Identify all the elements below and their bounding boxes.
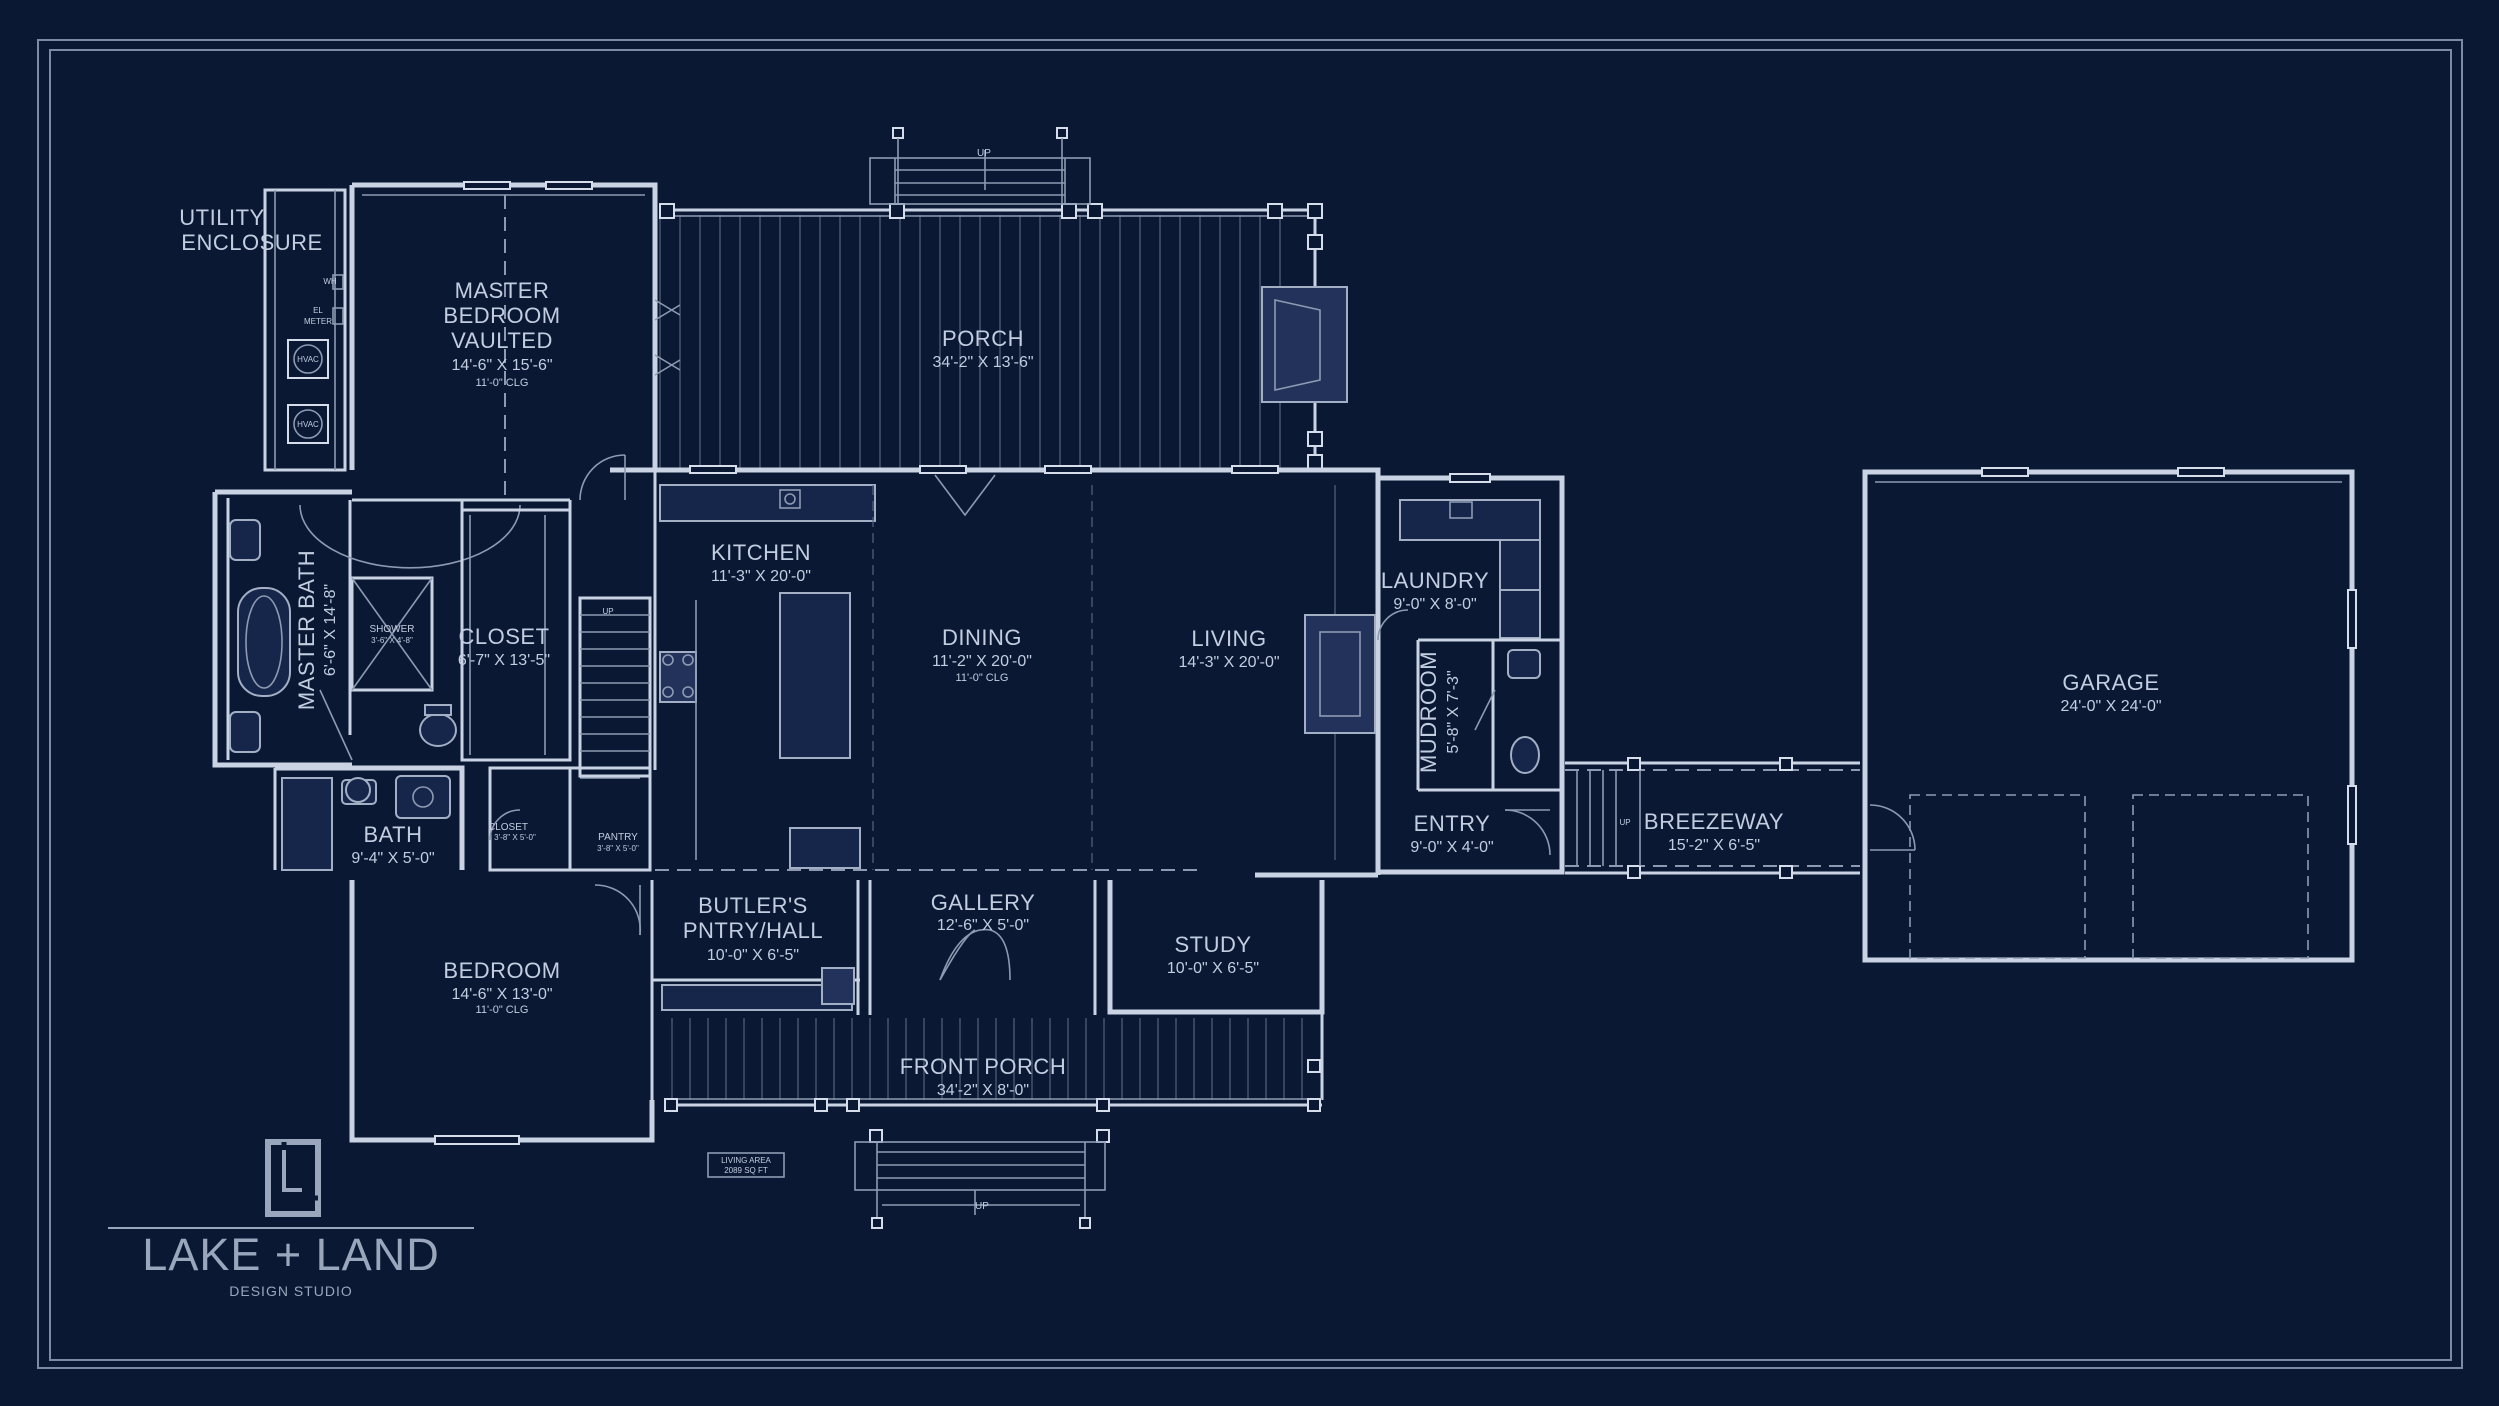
laundry-dim: 9'-0" X 8'-0" — [1393, 596, 1476, 613]
front-porch-name: FRONT PORCH — [900, 1054, 1066, 1079]
front-steps-up-label: UP — [975, 1201, 989, 1212]
porch: UP — [659, 127, 1348, 470]
el-meter-label-1: EL — [313, 306, 323, 315]
room-labels: MASTER BEDROOM VAULTED 14'-6" X 15'-6" 1… — [294, 278, 2162, 1099]
pantry-dim: 3'-8" X 5'-0" — [597, 844, 639, 853]
bedroom-name: BEDROOM — [443, 958, 560, 983]
pantry-name: PANTRY — [598, 832, 638, 843]
breezeway-dim: 15'-2" X 6'-5" — [1668, 837, 1760, 854]
stair-up-label: UP — [602, 607, 613, 616]
gallery-name: GALLERY — [931, 890, 1036, 915]
outer-frame — [37, 39, 2463, 1369]
breezeway-up-label: UP — [1619, 818, 1630, 827]
butlers-dim: 10'-0" X 6'-5" — [707, 947, 799, 964]
inner-frame — [49, 49, 2452, 1361]
bath-dim: 9'-4" X 5'-0" — [351, 850, 434, 867]
master-bedroom-clg: 11'-0" CLG — [476, 377, 529, 389]
butlers-line1: BUTLER'S — [698, 893, 808, 918]
hvac-label-2: HVAC — [297, 420, 319, 429]
mudroom-name: MUDROOM — [1416, 651, 1441, 773]
house-walls: UP — [212, 181, 1565, 878]
utility-enclosure: HVAC HVAC WH EL METER — [263, 188, 347, 472]
utility-label-1: UTILITY — [179, 205, 264, 230]
dining-name: DINING — [942, 625, 1022, 650]
lower-rooms — [349, 880, 1325, 1145]
living-name: LIVING — [1191, 626, 1266, 651]
brand-logo — [108, 1139, 474, 1229]
back-steps-up-label: UP — [977, 148, 991, 159]
garage — [1862, 467, 2357, 963]
butlers-line2: PNTRY/HALL — [683, 918, 823, 943]
master-bedroom-line3: VAULTED — [451, 328, 553, 353]
garage-name: GARAGE — [2062, 670, 2159, 695]
breezeway-name: BREEZEWAY — [1644, 809, 1784, 834]
wh-label: WH — [323, 277, 337, 286]
laundry-name: LAUNDRY — [1381, 568, 1489, 593]
master-bath-dim: 6'-6" X 14'-8" — [322, 584, 339, 676]
brand-subtitle: DESIGN STUDIO — [229, 1283, 352, 1299]
small-closet-dim: 3'-8" X 5'-0" — [494, 833, 536, 842]
breezeway: UP — [1565, 757, 1860, 879]
entry-dim: 9'-0" X 4'-0" — [1410, 839, 1493, 856]
living-area-label: LIVING AREA — [721, 1156, 771, 1165]
hvac-label-1: HVAC — [297, 355, 319, 364]
bath-name: BATH — [363, 822, 422, 847]
study-name: STUDY — [1174, 932, 1251, 957]
shower-name: SHOWER — [370, 624, 415, 635]
el-meter-label-2: METER — [304, 317, 332, 326]
closet-dim: 6'-7" X 13'-5" — [458, 652, 550, 669]
brand-name: LAKE + LAND — [142, 1229, 439, 1280]
kitchen-dim: 11'-3" X 20'-0" — [711, 568, 811, 585]
master-bath-name: MASTER BATH — [294, 550, 319, 710]
front-porch: UP LIVING AREA 2089 SQ FT — [664, 1018, 1322, 1229]
master-bedroom-line1: MASTER — [455, 278, 550, 303]
closet-name: CLOSET — [458, 624, 549, 649]
front-porch-dim: 34'-2" X 8'-0" — [937, 1082, 1029, 1099]
bedroom-clg: 11'-0" CLG — [476, 1004, 529, 1016]
porch-dim: 34'-2" X 13'-6" — [932, 354, 1033, 371]
shower-dim: 3'-6" X 4'-8" — [371, 636, 413, 645]
gallery-dim: 12'-6" X 5'-0" — [937, 917, 1029, 934]
study-dim: 10'-0" X 6'-5" — [1167, 960, 1259, 977]
living-area-sqft: 2089 SQ FT — [724, 1166, 768, 1175]
master-bedroom-dim: 14'-6" X 15'-6" — [451, 357, 552, 374]
dining-dim: 11'-2" X 20'-0" — [932, 653, 1032, 670]
utility-label-2: ENCLOSURE — [181, 230, 322, 255]
entry-name: ENTRY — [1414, 811, 1491, 836]
garage-dim: 24'-0" X 24'-0" — [2060, 698, 2161, 715]
master-bedroom-line2: BEDROOM — [443, 303, 560, 328]
living-dim: 14'-3" X 20'-0" — [1178, 654, 1279, 671]
mudroom-dim: 5'-8" X 7'-3" — [1445, 670, 1462, 753]
dining-clg: 11'-0" CLG — [956, 672, 1009, 684]
bedroom-dim: 14'-6" X 13'-0" — [451, 986, 552, 1003]
porch-name: PORCH — [942, 326, 1024, 351]
small-closet-name: CLOSET — [488, 822, 528, 833]
kitchen-name: KITCHEN — [711, 540, 811, 565]
